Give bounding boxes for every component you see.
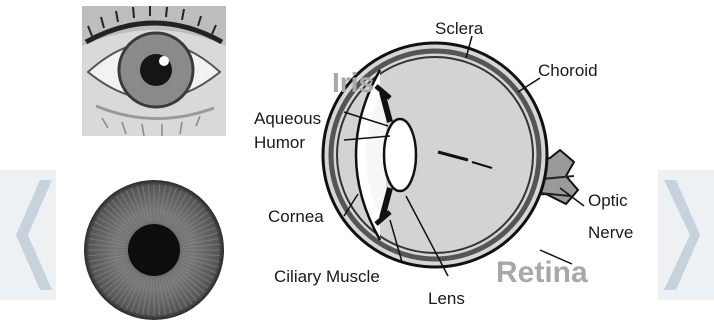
label-optic-nerve-line2: Nerve xyxy=(588,223,633,242)
eye-photo xyxy=(82,6,226,136)
lens-shape xyxy=(384,119,416,191)
next-slide-button[interactable] xyxy=(658,170,714,300)
label-ciliary-muscle: Ciliary Muscle xyxy=(274,267,380,286)
label-sclera: Sclera xyxy=(435,19,484,38)
chevron-right-icon xyxy=(658,170,714,300)
label-choroid: Choroid xyxy=(538,61,598,80)
chevron-left-icon xyxy=(0,170,56,300)
label-optic-nerve-line1: Optic xyxy=(588,191,628,210)
label-aqueous-humor-line1: Aqueous xyxy=(254,109,321,128)
iris-photo xyxy=(82,170,226,330)
label-lens: Lens xyxy=(428,289,465,308)
label-iris: Iris xyxy=(332,67,374,98)
previous-slide-button[interactable] xyxy=(0,170,56,300)
label-retina: Retina xyxy=(496,256,588,289)
eye-anatomy-diagram: Sclera Choroid Iris Aqueous Humor Cornea… xyxy=(240,0,660,334)
label-cornea: Cornea xyxy=(268,207,324,226)
label-aqueous-humor-line2: Humor xyxy=(254,133,305,152)
